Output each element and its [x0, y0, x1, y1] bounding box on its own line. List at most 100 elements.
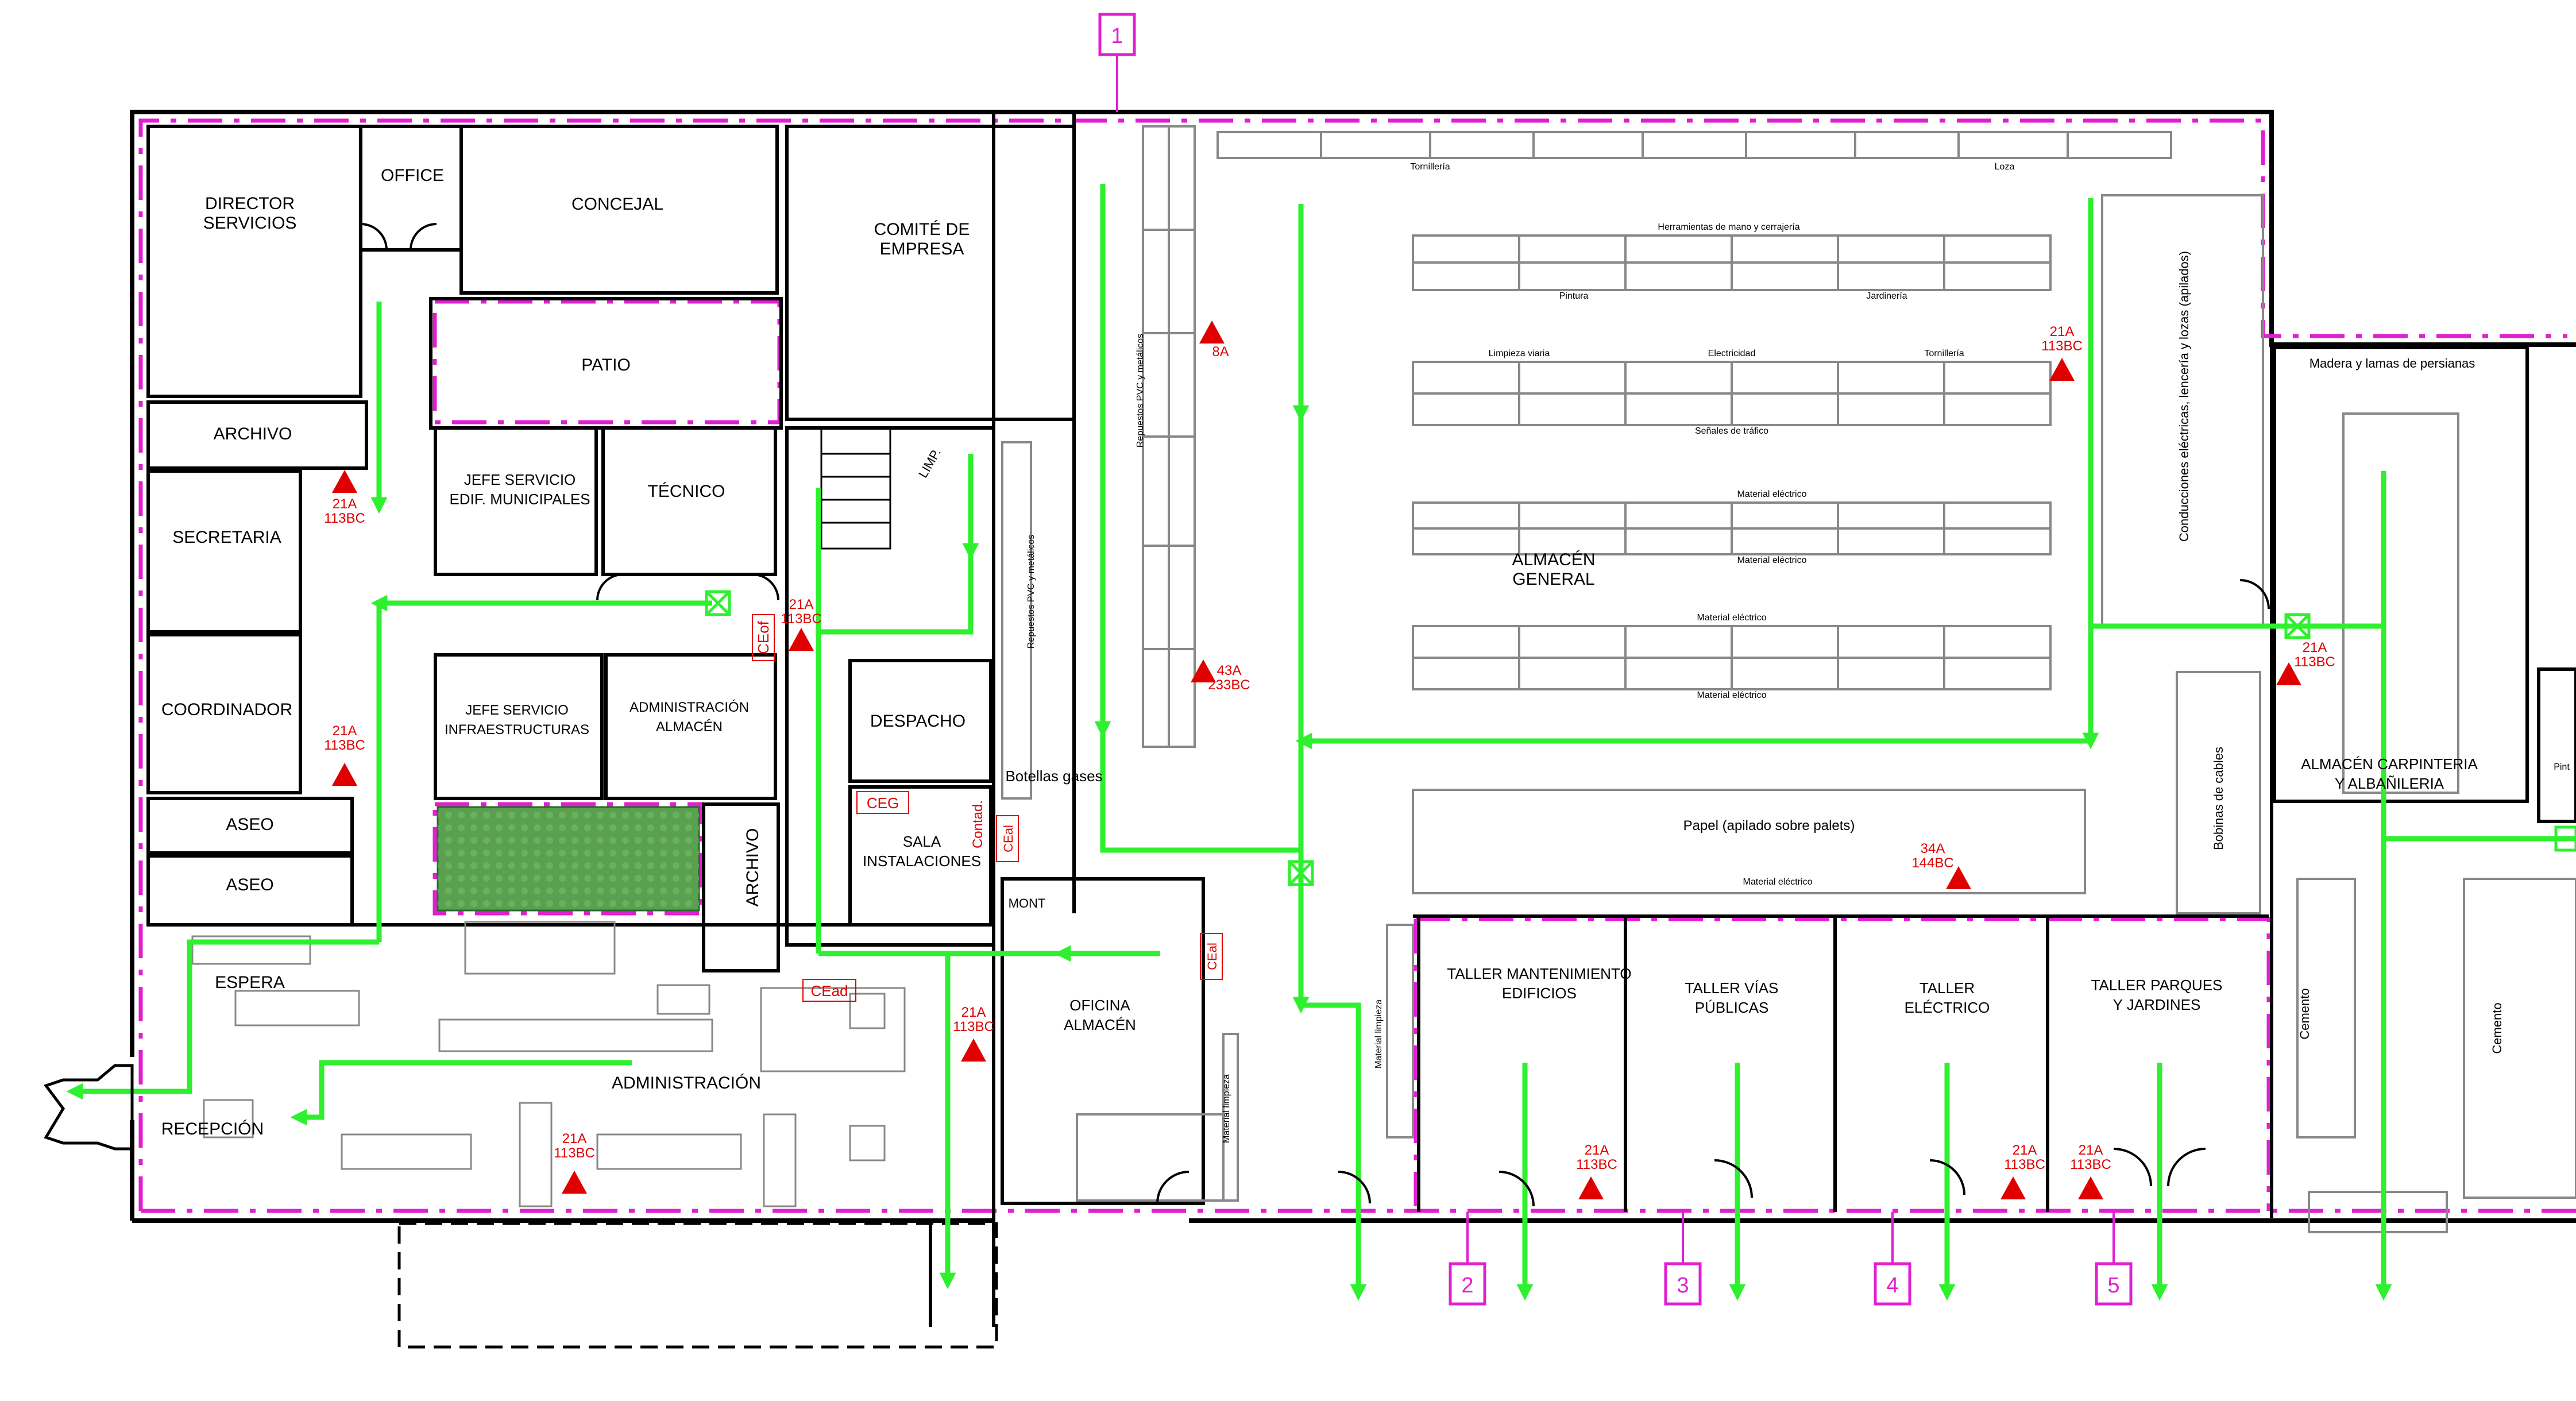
svg-text:21A: 21A — [333, 496, 357, 512]
label-contad: Contad. — [970, 800, 986, 848]
svg-text:21A: 21A — [789, 597, 814, 612]
room-aseo-1: ASEO — [226, 815, 273, 834]
label-tornilleria-2: Tornillería — [1924, 349, 1964, 358]
room-archivo-1: ARCHIVO — [214, 424, 292, 443]
main-entrance — [43, 1064, 134, 1151]
svg-text:113BC: 113BC — [2070, 1157, 2111, 1172]
svg-text:113BC: 113BC — [2294, 654, 2335, 670]
label-material-electrico-1: Material eléctrico — [1737, 489, 1807, 499]
interior-walls — [146, 112, 2576, 1327]
svg-text:21A: 21A — [2303, 640, 2327, 655]
room-office: OFFICE — [381, 166, 444, 185]
label-pintura: Pintura — [1559, 291, 1589, 301]
label-senales: Señales de tráfico — [1695, 426, 1768, 436]
label-limp: LIMP. — [916, 446, 944, 480]
svg-text:113BC: 113BC — [1576, 1157, 1617, 1172]
label-pint: Pint — [2554, 762, 2570, 772]
label-limpieza-viaria: Limpieza viaria — [1489, 349, 1550, 358]
svg-text:21A: 21A — [2050, 324, 2075, 339]
label-electricidad: Electricidad — [1708, 349, 1756, 358]
label-cea-1: CEal — [1001, 825, 1015, 852]
label-botellas: Botellas gases — [1005, 767, 1102, 785]
svg-text:113BC: 113BC — [324, 738, 365, 753]
room-tecnico: TÉCNICO — [648, 482, 725, 501]
label-cemento-1: Cemento — [2297, 988, 2312, 1039]
sector-4: 4 — [1886, 1273, 1898, 1298]
building-walls — [130, 110, 2576, 1223]
room-patio: PATIO — [581, 356, 631, 375]
label-material-limpieza-1: Material limpieza — [1374, 999, 1384, 1068]
svg-text:21A: 21A — [961, 1005, 986, 1020]
label-loza: Loza — [1995, 162, 2015, 172]
room-recepcion: RECEPCIÓN — [161, 1120, 264, 1138]
svg-text:21A: 21A — [2013, 1143, 2037, 1158]
room-secretaria: SECRETARIA — [172, 528, 281, 547]
sector-2: 2 — [1461, 1273, 1473, 1298]
label-ceof: CEof — [755, 620, 772, 654]
label-herramientas: Herramientas de mano y cerrajería — [1658, 222, 1799, 232]
svg-text:233BC: 233BC — [1208, 677, 1250, 693]
label-repuestos-1: Repuestos PVC y metálicos — [1136, 334, 1145, 447]
svg-text:113BC: 113BC — [781, 611, 822, 627]
room-aseo-2: ASEO — [226, 875, 273, 894]
svg-text:21A: 21A — [2079, 1143, 2103, 1158]
sector-3: 3 — [1677, 1273, 1689, 1298]
svg-text:113BC: 113BC — [2041, 338, 2083, 354]
label-material-electrico-4: Material eléctrico — [1697, 690, 1767, 700]
label-conducciones: Conducciones eléctricas, lencería y loza… — [2177, 251, 2191, 542]
label-repuestos-2: Repuestos PVC y metálicos — [1026, 535, 1036, 649]
panel-labels: CEG CEad CEof Contad. CEal CEal — [752, 614, 1223, 1002]
label-tornilleria: Tornillería — [1410, 162, 1450, 172]
svg-text:144BC: 144BC — [1911, 855, 1953, 871]
svg-text:21A: 21A — [562, 1131, 587, 1147]
label-material-limpieza-2: Material limpieza — [1222, 1074, 1231, 1143]
label-cemento-2: Cemento — [2490, 1002, 2504, 1053]
svg-text:21A: 21A — [1585, 1143, 1609, 1158]
label-ceg: CEG — [867, 794, 899, 812]
label-mont: MONT — [1009, 896, 1046, 910]
label-material-electrico-5: Material eléctrico — [1743, 877, 1813, 887]
label-jardineria: Jardinería — [1866, 291, 1907, 301]
svg-text:21A: 21A — [333, 723, 357, 739]
room-concejal: CONCEJAL — [571, 195, 663, 214]
label-cea-2: CEal — [1205, 943, 1219, 970]
svg-text:8A: 8A — [1212, 344, 1229, 360]
sector-1: 1 — [1111, 24, 1123, 48]
label-material-electrico-2: Material eléctrico — [1737, 555, 1807, 565]
storage-labels: LIMP. MONT Botellas gases Tornillería Lo… — [916, 162, 2570, 1143]
room-espera: ESPERA — [215, 973, 285, 992]
room-coordinador: COORDINADOR — [161, 700, 292, 719]
office-furniture — [191, 921, 906, 1207]
svg-text:43A: 43A — [1217, 663, 1242, 678]
fire-door-icon — [705, 590, 2576, 886]
sector-markers: 1 2 3 4 5 — [1098, 13, 2133, 1306]
label-cead: CEad — [810, 982, 848, 999]
loading-dock — [397, 1222, 998, 1349]
warehouse-shelving — [1001, 125, 2576, 1233]
staircase — [820, 427, 891, 550]
svg-text:113BC: 113BC — [554, 1145, 595, 1161]
room-administracion: ADMINISTRACIÓN — [612, 1074, 761, 1093]
